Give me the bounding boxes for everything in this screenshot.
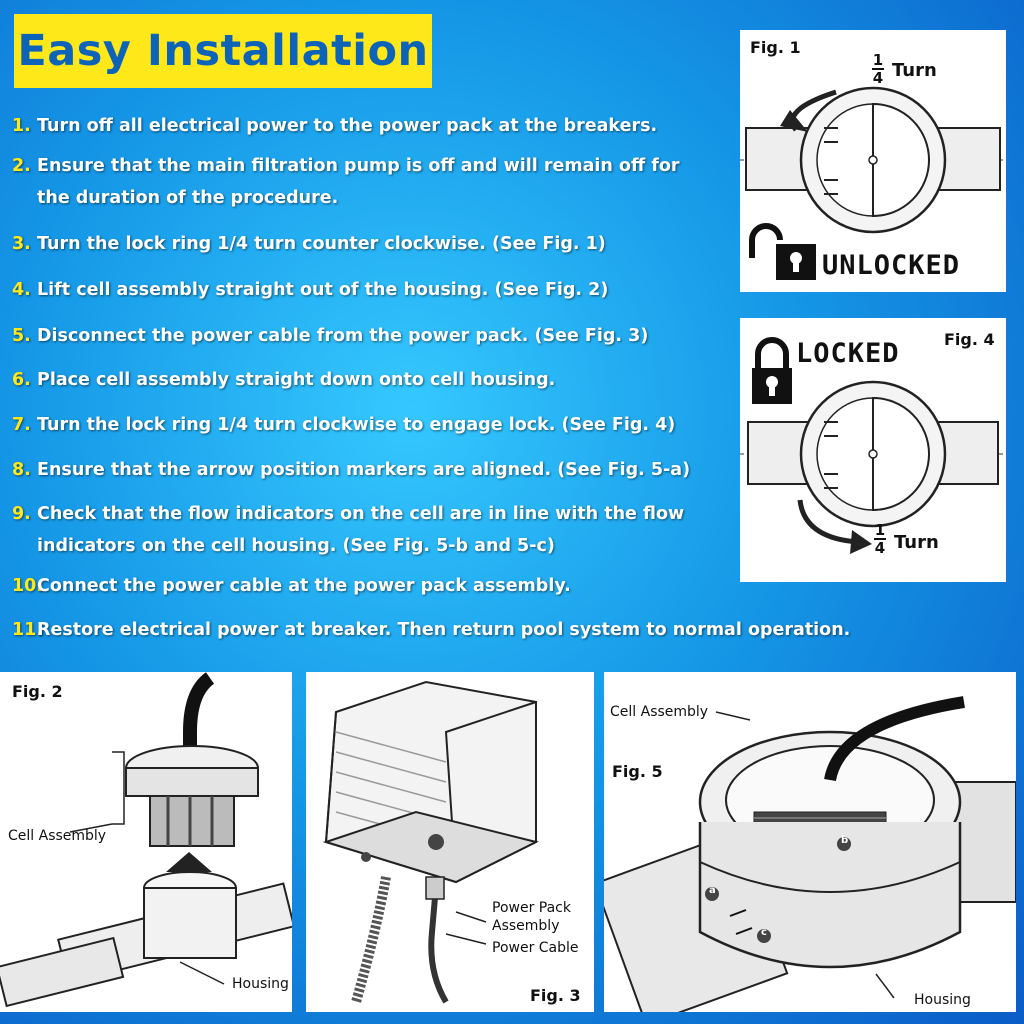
power-pack-callout-line-2: Assembly bbox=[492, 918, 560, 934]
marker-b: b bbox=[841, 835, 849, 846]
step-text: Disconnect the power cable from the powe… bbox=[37, 326, 649, 346]
figure-label: Fig. 3 bbox=[530, 986, 581, 1005]
step-4: 4. Lift cell assembly straight out of th… bbox=[12, 274, 872, 306]
step-9: 9. Check that the flow indicators on the… bbox=[12, 498, 872, 562]
step-1: 1. Turn off all electrical power to the … bbox=[12, 110, 872, 142]
fraction-numerator: 1 bbox=[874, 521, 886, 539]
step-text: Check that the flow indicators on the ce… bbox=[37, 498, 872, 562]
step-text: Ensure that the arrow position markers a… bbox=[37, 460, 691, 480]
step-5: 5. Disconnect the power cable from the p… bbox=[12, 320, 872, 352]
step-text: Place cell assembly straight down onto c… bbox=[37, 370, 556, 390]
step-text: Ensure that the main filtration pump is … bbox=[37, 150, 872, 214]
figure-label: Fig. 2 bbox=[12, 682, 63, 701]
step-11: 11. Restore electrical power at breaker.… bbox=[12, 614, 872, 646]
figure-3-power-pack: Power Pack Assembly Power Cable Fig. 3 bbox=[306, 672, 594, 1012]
figure-4-lock: LOCKED Fig. 4 1 4 Turn bbox=[740, 318, 1006, 582]
lock-ring-lock-diagram bbox=[740, 337, 1006, 554]
step-number: 3. bbox=[12, 234, 31, 254]
power-pack-callout-line-1: Power Pack bbox=[492, 900, 571, 916]
page-title: Easy Installation bbox=[17, 26, 429, 76]
step-text: Turn off all electrical power to the pow… bbox=[37, 116, 658, 136]
figure-1-unlock: Fig. 1 1 4 Turn UNLOCKED bbox=[740, 30, 1006, 292]
figure-label: Fig. 5 bbox=[612, 762, 663, 781]
cell-alignment-diagram bbox=[604, 696, 1016, 1012]
cell-assembly-callout: Cell Assembly bbox=[8, 828, 107, 844]
step-text-line-1: Check that the flow indicators on the ce… bbox=[37, 504, 685, 524]
step-text: Connect the power cable at the power pac… bbox=[37, 576, 571, 596]
step-2: 2. Ensure that the main filtration pump … bbox=[12, 150, 872, 214]
unlocked-label: UNLOCKED bbox=[822, 250, 961, 281]
figure-5-alignment: Cell Assembly Fig. 5 a b c Housing bbox=[604, 672, 1016, 1012]
step-number: 11. bbox=[12, 620, 44, 640]
step-text: Turn the lock ring 1/4 turn clockwise to… bbox=[37, 415, 676, 435]
step-7: 7. Turn the lock ring 1/4 turn clockwise… bbox=[12, 409, 872, 441]
step-8: 8. Ensure that the arrow position marker… bbox=[12, 454, 872, 486]
step-number: 7. bbox=[12, 415, 31, 435]
locked-label: LOCKED bbox=[796, 338, 900, 369]
step-number: 2. bbox=[12, 156, 31, 176]
step-text-line-2: the duration of the procedure. bbox=[37, 188, 339, 208]
title-banner: Easy Installation bbox=[14, 14, 432, 88]
fraction-denominator: 4 bbox=[874, 538, 886, 557]
step-number: 6. bbox=[12, 370, 31, 390]
step-text-line-1: Ensure that the main filtration pump is … bbox=[37, 156, 680, 176]
step-number: 8. bbox=[12, 460, 31, 480]
step-text-line-2: indicators on the cell housing. (See Fig… bbox=[37, 536, 555, 556]
housing-callout: Housing bbox=[914, 992, 971, 1008]
power-pack-diagram bbox=[322, 680, 539, 1004]
lock-ring-unlock-diagram bbox=[740, 86, 1006, 280]
step-10: 10. Connect the power cable at the power… bbox=[12, 570, 872, 602]
step-number: 10. bbox=[12, 576, 44, 596]
step-text: Lift cell assembly straight out of the h… bbox=[37, 280, 609, 300]
fraction-numerator: 1 bbox=[872, 51, 884, 69]
step-text: Turn the lock ring 1/4 turn counter cloc… bbox=[37, 234, 606, 254]
figure-label: Fig. 4 bbox=[944, 330, 995, 349]
figure-label: Fig. 1 bbox=[750, 38, 801, 57]
housing-callout: Housing bbox=[232, 976, 289, 992]
marker-c: c bbox=[761, 927, 767, 938]
quarter-fraction: 1 4 bbox=[872, 52, 884, 86]
cell-assembly-callout: Cell Assembly bbox=[610, 704, 709, 720]
step-6: 6. Place cell assembly straight down ont… bbox=[12, 364, 872, 396]
step-number: 1. bbox=[12, 116, 31, 136]
turn-label: Turn bbox=[894, 532, 939, 553]
step-3: 3. Turn the lock ring 1/4 turn counter c… bbox=[12, 228, 872, 260]
turn-label: Turn bbox=[892, 60, 937, 81]
step-number: 5. bbox=[12, 326, 31, 346]
step-number: 9. bbox=[12, 504, 31, 524]
cell-lift-diagram bbox=[0, 672, 292, 1008]
step-number: 4. bbox=[12, 280, 31, 300]
marker-a: a bbox=[709, 885, 716, 896]
figure-2-lift-cell: Fig. 2 Cell Assembly Housing bbox=[0, 672, 292, 1012]
fraction-denominator: 4 bbox=[872, 68, 884, 87]
step-text: Restore electrical power at breaker. The… bbox=[37, 620, 851, 640]
quarter-fraction: 1 4 bbox=[874, 522, 886, 556]
power-cable-callout: Power Cable bbox=[492, 940, 579, 956]
